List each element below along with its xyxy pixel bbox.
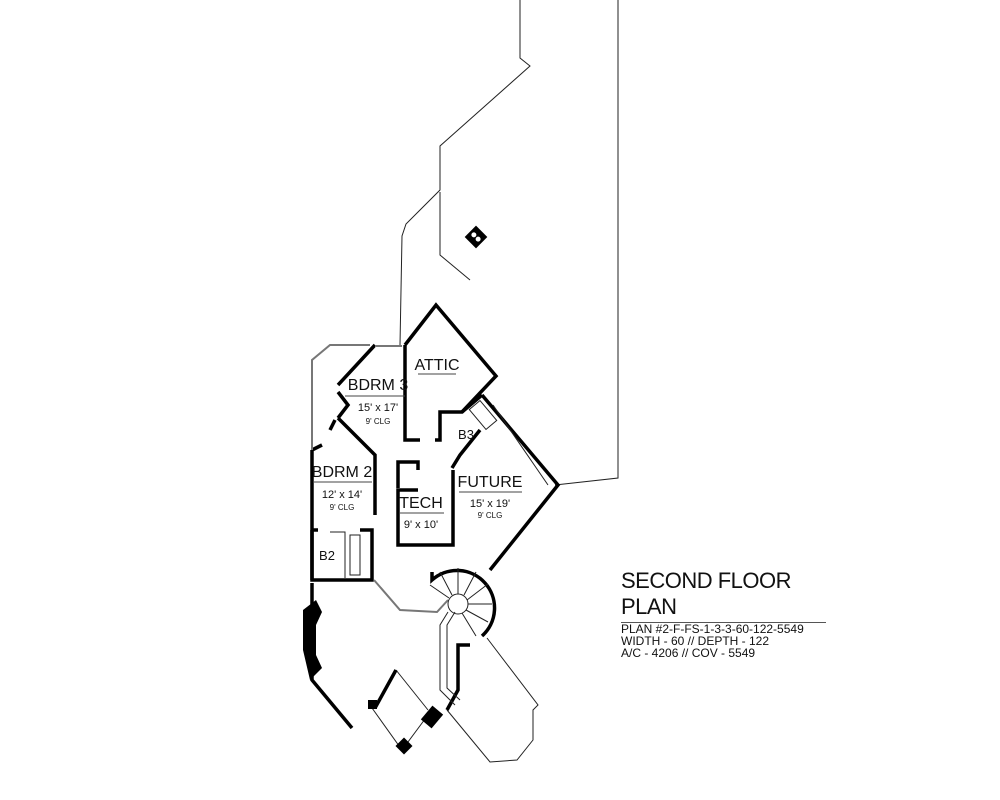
roof-outline	[399, 0, 619, 486]
room-label-future: FUTURE	[458, 474, 523, 491]
plan-dimensions: WIDTH - 60 // DEPTH - 122	[621, 634, 770, 648]
balcony-outline	[371, 669, 429, 751]
plan-title-block: SECOND FLOOR PLAN PLAN #2-F-FS-1-3-3-60-…	[621, 568, 826, 659]
exterior-grey-wall	[311, 344, 402, 450]
room-size-bdrm2: 12' x 14'	[322, 489, 362, 501]
room-label-attic: ATTIC	[414, 357, 459, 374]
room-label-b2: B2	[319, 548, 335, 563]
room-label-bdrm2: BDRM 2	[312, 464, 373, 481]
bdrm2-walls	[310, 470, 377, 582]
future-walls	[396, 393, 561, 572]
future-inner-line	[492, 404, 549, 486]
attic-access	[468, 399, 498, 431]
room-size-future: 15' x 19'	[470, 498, 510, 510]
spiral-stairs	[429, 568, 497, 706]
plan-number: PLAN #2-F-FS-1-3-3-60-122-5549	[621, 622, 804, 636]
room-label-tech: TECH	[399, 495, 443, 512]
plan-area: A/C - 4206 // COV - 5549	[621, 646, 756, 660]
room-clg-bdrm3: 9' CLG	[366, 417, 391, 426]
room-size-bdrm3: 15' x 17'	[358, 402, 398, 414]
room-label-bdrm3: BDRM 3	[348, 377, 409, 394]
attic-walls	[403, 302, 499, 442]
b2-fixtures	[330, 531, 361, 578]
vent-icon	[464, 225, 488, 249]
room-clg-future: 9' CLG	[478, 511, 503, 520]
lower-walls	[310, 583, 470, 730]
column	[420, 705, 444, 729]
room-size-tech: 9' x 10'	[404, 519, 438, 531]
porch-outline	[446, 637, 539, 763]
fireplace	[303, 600, 322, 680]
plan-title: SECOND FLOOR PLAN	[621, 568, 826, 623]
room-clg-bdrm2: 9' CLG	[330, 503, 355, 512]
column	[368, 700, 377, 709]
column	[395, 737, 413, 755]
hall-grey-wall	[373, 579, 449, 614]
bdrm3-walls	[310, 343, 377, 580]
room-label-b3: B3	[458, 427, 474, 442]
